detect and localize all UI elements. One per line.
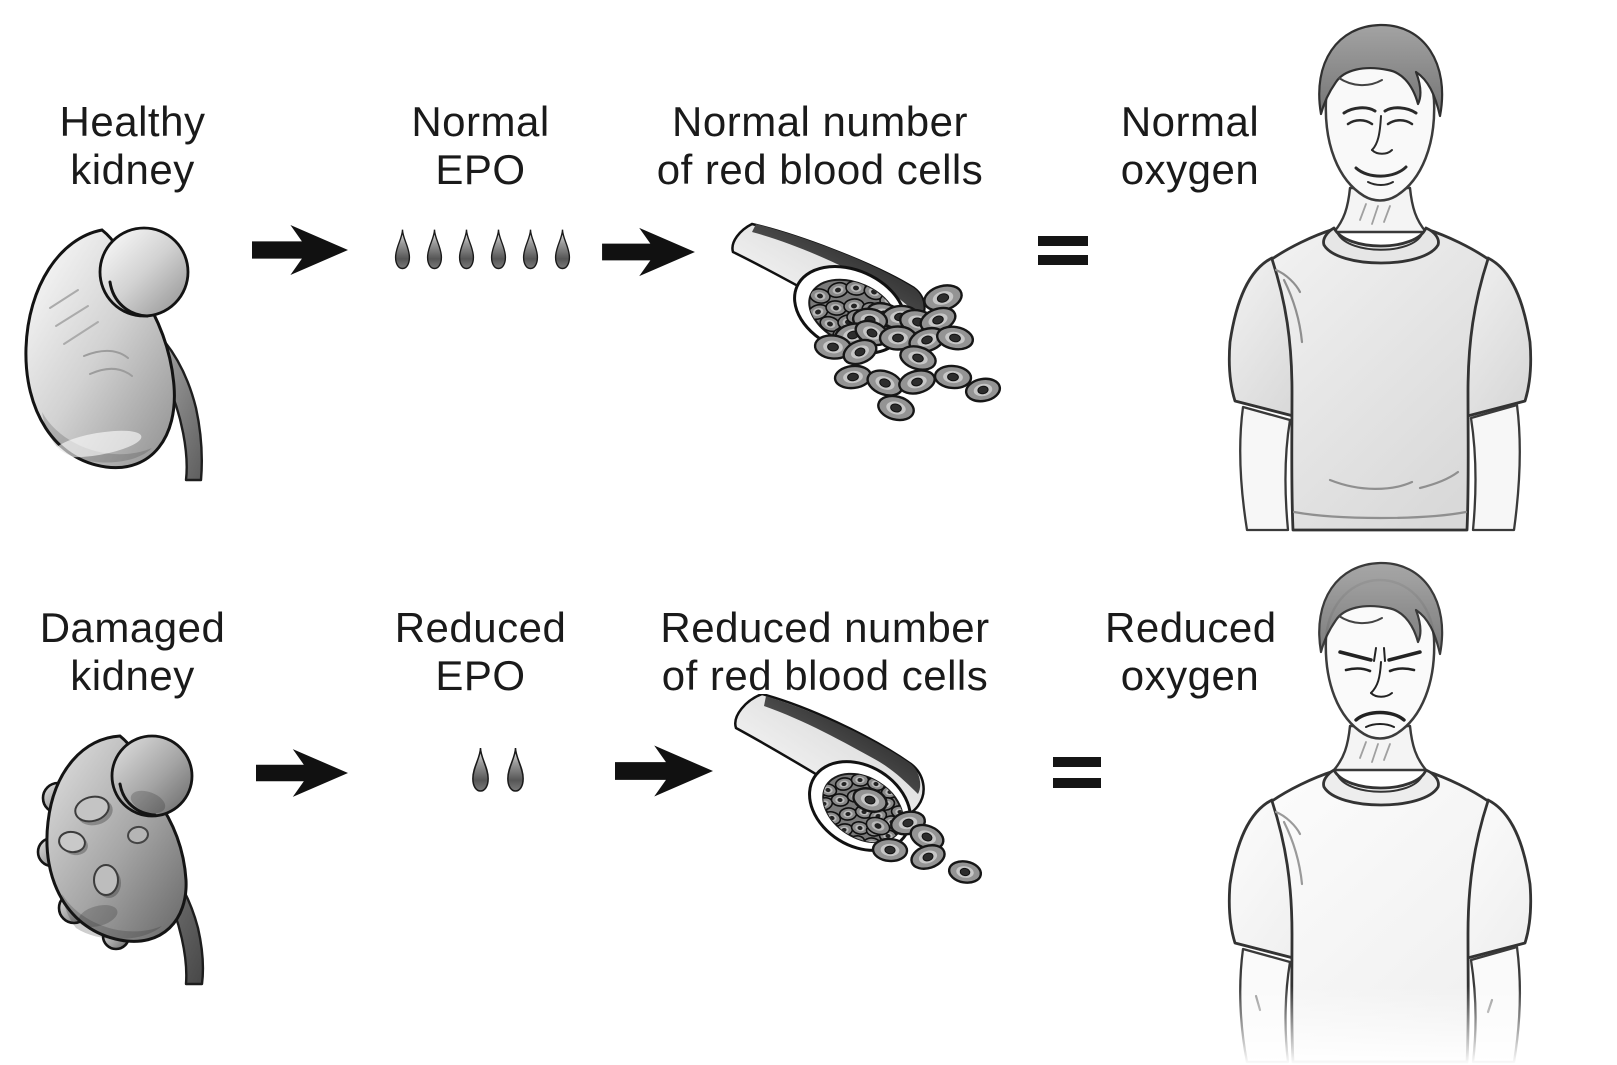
red-blood-cell-icon bbox=[819, 315, 841, 333]
label-damaged-kidney: Damaged kidney bbox=[0, 604, 265, 700]
red-blood-cell-icon bbox=[825, 300, 847, 316]
label-line: Reduced number bbox=[660, 604, 990, 651]
tired-person-illustration bbox=[1188, 561, 1548, 1065]
label-healthy-kidney: Healthy kidney bbox=[0, 98, 265, 194]
red-blood-cell-icon bbox=[830, 793, 850, 807]
epo-drops-reduced bbox=[470, 744, 540, 796]
red-blood-cell-icon bbox=[852, 787, 888, 813]
equals-icon bbox=[1038, 236, 1088, 265]
red-blood-cell-icon bbox=[947, 860, 983, 884]
red-blood-cell-icon bbox=[866, 369, 904, 397]
label-line: of red blood cells bbox=[661, 652, 989, 699]
red-blood-cell-icon bbox=[850, 773, 870, 787]
red-blood-cell-icon bbox=[813, 334, 853, 360]
red-blood-cell-icon bbox=[871, 837, 909, 863]
rbc-spill-reduced bbox=[852, 787, 983, 884]
equals-icon bbox=[1053, 757, 1101, 788]
label-line: kidney bbox=[70, 652, 195, 699]
red-blood-cell-icon bbox=[850, 821, 870, 835]
kidney-cysts bbox=[58, 795, 149, 898]
label-line: oxygen bbox=[1120, 652, 1260, 699]
red-blood-cell-icon bbox=[838, 807, 858, 821]
epo-drop-icon bbox=[472, 748, 489, 792]
red-blood-cell-icon bbox=[833, 364, 873, 390]
label-reduced-oxygen: Reduced oxygen bbox=[1105, 604, 1277, 700]
label-line: Normal number bbox=[672, 98, 968, 145]
label-normal-oxygen: Normal oxygen bbox=[1105, 98, 1275, 194]
rbc-spill-normal bbox=[813, 284, 1002, 422]
red-blood-cell-icon bbox=[898, 369, 936, 395]
red-blood-cell-icon bbox=[878, 325, 918, 351]
healthy-kidney-illustration bbox=[24, 226, 203, 482]
epo-drops-normal bbox=[393, 226, 585, 273]
epo-drop-icon bbox=[522, 229, 539, 270]
label-reduced-epo: Reduced EPO bbox=[368, 604, 593, 700]
red-blood-cell-icon bbox=[842, 338, 878, 366]
arrow-icon bbox=[602, 227, 695, 277]
epo-drop-icon bbox=[458, 229, 475, 270]
blood-vessel-normal-illustration bbox=[731, 222, 1002, 422]
arrow-icon bbox=[256, 749, 348, 797]
arrow-icon bbox=[252, 225, 348, 275]
epo-drop-icon bbox=[507, 748, 524, 792]
red-blood-cell-icon bbox=[910, 844, 946, 870]
healthy-person-illustration bbox=[1227, 23, 1533, 532]
red-blood-cell-icon bbox=[845, 280, 867, 296]
blood-vessel-reduced-illustration bbox=[734, 694, 983, 884]
label-line: kidney bbox=[70, 146, 195, 193]
label-line: oxygen bbox=[1120, 146, 1260, 193]
label-line: Healthy bbox=[59, 98, 206, 145]
label-line: Reduced bbox=[1105, 604, 1277, 651]
epo-drop-icon bbox=[554, 229, 571, 270]
label-line: Reduced bbox=[394, 604, 567, 651]
red-blood-cell-icon bbox=[877, 394, 915, 422]
epo-drop-icon bbox=[426, 229, 443, 270]
frowning-face bbox=[1338, 647, 1422, 728]
red-blood-cell-icon bbox=[865, 816, 891, 836]
damaged-kidney-illustration bbox=[36, 734, 205, 986]
epo-drop-icon bbox=[490, 229, 507, 270]
label-line: EPO bbox=[435, 146, 526, 193]
label-line: Damaged bbox=[39, 604, 226, 651]
red-blood-cell-icon bbox=[935, 325, 975, 351]
label-reduced-rbc: Reduced number of red blood cells bbox=[660, 604, 990, 700]
label-line: of red blood cells bbox=[656, 146, 984, 193]
label-normal-epo: Normal EPO bbox=[368, 98, 593, 194]
label-line: Normal bbox=[411, 98, 550, 145]
label-line: Normal bbox=[1120, 98, 1260, 145]
label-line: EPO bbox=[435, 652, 526, 699]
arrow-icon bbox=[615, 745, 713, 797]
red-blood-cell-icon bbox=[933, 364, 973, 390]
red-blood-cell-icon bbox=[964, 377, 1002, 403]
smiling-face bbox=[1342, 106, 1418, 186]
red-blood-cell-icon bbox=[899, 345, 937, 371]
label-normal-rbc: Normal number of red blood cells bbox=[655, 98, 985, 194]
epo-drop-icon bbox=[394, 229, 411, 270]
red-blood-cell-icon bbox=[834, 777, 854, 791]
